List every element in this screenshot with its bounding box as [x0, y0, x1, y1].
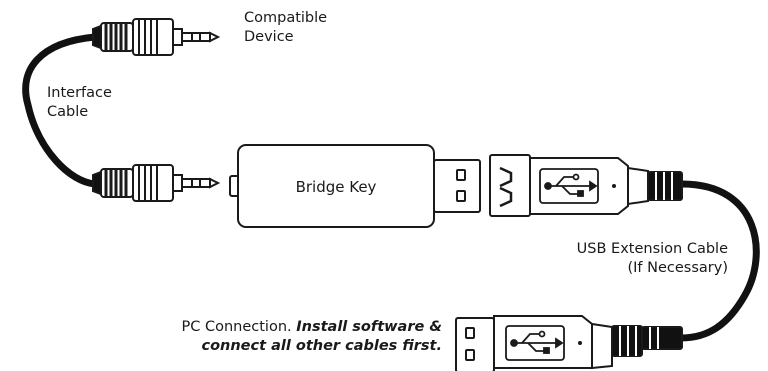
pc-usb-trident-icon — [505, 325, 565, 361]
compatible-device-line1: Compatible — [244, 10, 328, 26]
pc-connection-emphasis-1: Install software & — [296, 319, 442, 335]
interface-cable-line1: Interface — [47, 85, 112, 101]
usb-trident-icon — [539, 168, 599, 204]
usb-plug-icon — [455, 315, 683, 371]
top-audio-plug-icon — [92, 18, 221, 56]
usb-extension-line2: (If Necessary) — [627, 260, 728, 276]
bridge-key-label: Bridge Key — [296, 178, 377, 196]
led-dot — [612, 184, 616, 188]
pc-led-dot — [578, 341, 582, 345]
bottom-audio-plug-icon — [92, 164, 221, 202]
usb-extension-label: USB Extension Cable (If Necessary) — [577, 240, 728, 278]
interface-cable — [22, 33, 99, 188]
pc-connection-prefix: PC Connection. — [181, 319, 297, 335]
bridge-key — [229, 144, 481, 228]
pc-connection-emphasis-2: connect all other cables first. — [201, 338, 442, 354]
pc-connection-line1: PC Connection. Install software & — [182, 318, 443, 337]
compatible-device-line2: Device — [244, 29, 294, 45]
compatible-device-label: Compatible Device — [244, 9, 327, 47]
pc-connection-label: PC Connection. Install software & connec… — [182, 318, 443, 356]
usb-extension-cable — [677, 180, 760, 342]
interface-cable-line2: Cable — [47, 104, 89, 120]
interface-cable-label: Interface Cable — [47, 84, 112, 122]
usb-extension-line1: USB Extension Cable — [576, 241, 728, 257]
